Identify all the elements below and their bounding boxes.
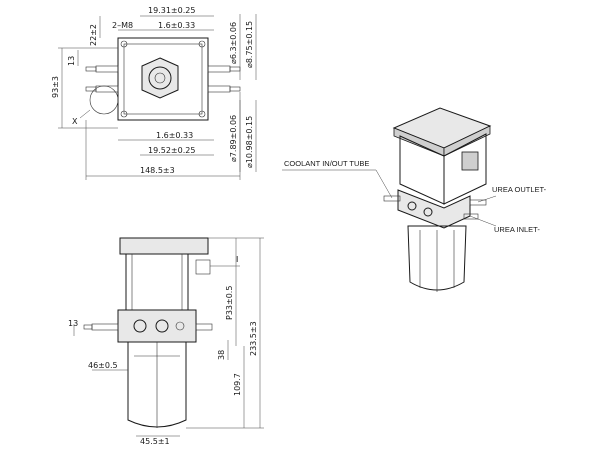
dim-top-m8: 2–M8 <box>112 21 133 30</box>
iso-connector <box>461 151 479 171</box>
top-bolt-tr <box>198 40 206 48</box>
top-left-tube-b <box>85 86 97 92</box>
dim-top-13: 13 <box>67 56 76 66</box>
top-right-tube-b <box>229 86 241 92</box>
top-view-hex-bore <box>148 66 172 90</box>
dim-top-1931: 19.31±0.25 <box>148 6 195 15</box>
dim-front-1097: 109.7 <box>233 373 242 396</box>
dim-front-455: 45.5±1 <box>140 437 170 446</box>
top-view-body <box>117 37 209 121</box>
dim-top-93: 93±3 <box>51 76 60 98</box>
front-connector <box>195 259 211 275</box>
iso-urea-outlet-tube <box>469 199 487 206</box>
dim-top-16b: 1.6±0.33 <box>156 131 193 140</box>
top-left-tube-a <box>85 66 97 72</box>
front-housing <box>125 253 189 311</box>
front-tube-left <box>91 323 119 331</box>
dim-front-13: 13 <box>68 319 78 328</box>
iso-port-a <box>407 201 417 211</box>
iso-port-b <box>423 207 433 217</box>
front-port-a <box>133 319 147 333</box>
dim-top-1485: 148.5±3 <box>140 166 175 175</box>
dim-top-22: 22±2 <box>89 24 98 46</box>
dim-top-1952: 19.52±0.25 <box>148 146 195 155</box>
dim-top-63: ⌀6.3±0.06 <box>229 22 238 64</box>
dim-top-875: ⌀8.75±0.15 <box>245 21 254 68</box>
leader-urea-inlet <box>469 215 497 227</box>
isometric-view: COOLANT IN/OUT TUBE UREA OUTLET- UREA IN… <box>282 107 547 292</box>
dim-top-x: X <box>72 117 78 126</box>
top-left-fitting-a <box>95 65 119 73</box>
top-bolt-tl <box>120 40 128 48</box>
front-tube-left-tip <box>83 324 93 330</box>
top-right-tube-a <box>229 66 241 72</box>
label-coolant: COOLANT IN/OUT TUBE <box>284 159 369 168</box>
dim-front-46: 46±0.5 <box>88 361 118 370</box>
detail-circle-x <box>89 85 119 115</box>
top-view-inner <box>123 43 203 115</box>
dim-front-38: 38 <box>217 350 226 360</box>
front-valve-block <box>117 309 197 343</box>
dim-front-i: I <box>236 255 238 264</box>
front-tube-right <box>195 323 213 331</box>
leader-coolant <box>375 169 393 199</box>
top-view-hex-center <box>154 72 166 84</box>
iso-coolant-tube <box>383 195 401 202</box>
top-right-fitting-a <box>207 65 231 73</box>
iso-lid-side <box>443 125 491 157</box>
top-bolt-br <box>198 110 206 118</box>
detail-leader-x <box>79 109 91 119</box>
front-port-c <box>175 321 185 331</box>
dim-front-p33: P33±0.5 <box>225 286 234 320</box>
dim-front-2335: 233.5±3 <box>249 321 258 356</box>
dim-top-789: ⌀7.89±0.06 <box>229 115 238 162</box>
label-urea-outlet: UREA OUTLET- <box>492 185 547 194</box>
iso-urea-inlet-tube <box>463 213 479 220</box>
top-right-fitting-b <box>207 85 231 93</box>
iso-filter-bowl <box>407 225 467 291</box>
dim-top-1098: ⌀10.98±0.15 <box>245 116 254 168</box>
front-port-b <box>155 319 169 333</box>
top-view: X 19.31±0.25 2–M8 1.6±0.33 22±2 13 93±3 … <box>51 6 257 180</box>
top-bolt-bl <box>120 110 128 118</box>
front-cap <box>119 237 209 255</box>
dim-top-16a: 1.6±0.33 <box>158 21 195 30</box>
label-urea-inlet: UREA INLET- <box>494 225 540 234</box>
iso-housing-side <box>443 133 487 205</box>
front-filter-bowl <box>127 341 187 428</box>
top-view-hex <box>141 57 179 99</box>
leader-urea-outlet <box>477 195 497 203</box>
front-view: I 13 46±0.5 45.5±1 P33±0.5 233.5±3 38 10… <box>68 237 264 446</box>
